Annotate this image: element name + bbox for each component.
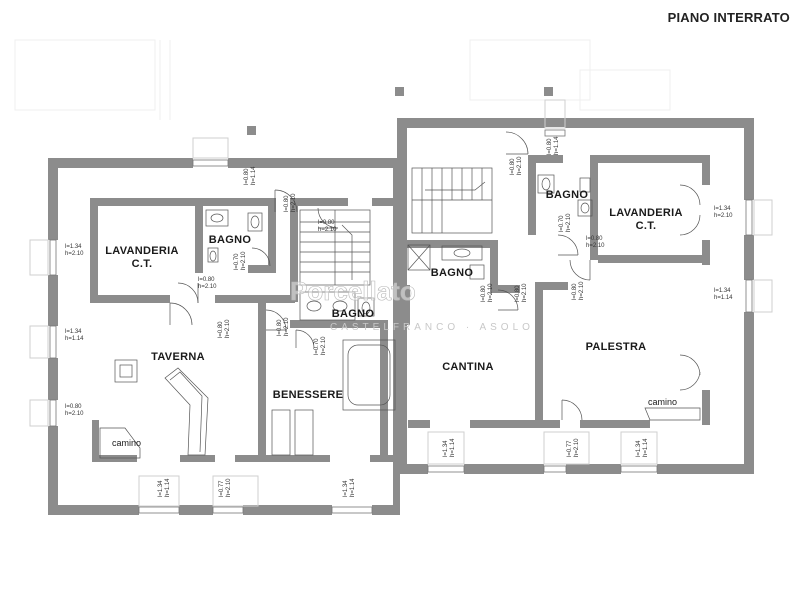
dim-label: h=2.10 (198, 284, 217, 290)
dim-label: l=0.77 (567, 440, 573, 457)
dimension-labels: l=0.80 h=1.14 l=1.34 h=2.10 l=1.34 h=1.1… (65, 136, 733, 497)
dim-label: h=1.14 (554, 136, 560, 155)
room-label-lavanderia-left-1: LAVANDERIA (105, 245, 178, 257)
dim-label: h=2.10 (566, 213, 572, 232)
dim-label: h=1.14 (251, 166, 257, 185)
dim-label: h=2.10 (488, 283, 494, 302)
dim-label: l=1.34 (443, 440, 449, 457)
dim-label: l=0.80 (198, 277, 215, 283)
dim-label: h=1.14 (643, 438, 649, 457)
room-label-cantina: CANTINA (442, 361, 494, 373)
dim-label: l=0.77 (219, 480, 225, 497)
page-title: PIANO INTERRATO (667, 10, 790, 25)
room-label-lavanderia-left-2: C.T. (132, 258, 153, 270)
dim-label: h=1.14 (714, 295, 733, 301)
interior-walls (90, 155, 710, 462)
room-labels: LAVANDERIA C.T. BAGNO TAVERNA BENESSERE … (105, 189, 682, 448)
room-label-lavanderia-right-2: C.T. (636, 220, 657, 232)
room-label-taverna: TAVERNA (151, 351, 205, 363)
dim-label: l=1.34 (343, 480, 349, 497)
dim-label: l=0.70 (234, 253, 240, 270)
dim-label: l=0.80 (572, 283, 578, 300)
dim-label: l=1.34 (714, 288, 731, 294)
dim-label: l=1.34 (714, 206, 731, 212)
light-wells (29, 99, 773, 507)
dim-label: h=2.10 (517, 156, 523, 175)
dim-label: h=1.14 (165, 478, 171, 497)
camino-label-right: camino (648, 397, 677, 407)
dim-label: h=2.10 (284, 317, 290, 336)
dim-label: l=1.34 (636, 440, 642, 457)
dim-label: h=2.10 (574, 438, 580, 457)
dim-label: l=0.80 (65, 404, 82, 410)
room-label-lavanderia-right-1: LAVANDERIA (609, 207, 682, 219)
right-staircase (411, 167, 493, 234)
dim-label: l=1.34 (65, 329, 82, 335)
dim-label: h=2.10 (522, 283, 528, 302)
dim-label: l=0.80 (515, 285, 521, 302)
watermark-sub: CASTELFRANCO · ASOLO (330, 322, 534, 333)
watermark-brand: Porcellato (290, 276, 416, 306)
dim-label: l=0.80 (244, 168, 250, 185)
dim-label: l=1.34 (158, 480, 164, 497)
room-label-bagno-left: BAGNO (209, 234, 252, 246)
dim-label: l=0.80 (277, 319, 283, 336)
camino-label-left: camino (112, 438, 141, 448)
dim-label: h=1.14 (450, 438, 456, 457)
room-label-benessere: BENESSERE (273, 389, 344, 401)
dim-label: h=2.10 (586, 243, 605, 249)
dim-label: h=2.10 (65, 251, 84, 257)
dim-label: h=1.14 (65, 336, 84, 342)
dim-label: l=0.80 (547, 138, 553, 155)
furniture (99, 339, 701, 459)
room-label-bagno-mid: BAGNO (431, 267, 474, 279)
dim-label: h=2.10 (225, 319, 231, 338)
room-label-bagno-center: BAGNO (332, 308, 375, 320)
dim-label: h=1.14 (350, 478, 356, 497)
door-swings (169, 131, 701, 421)
dim-label: h=2.10 (65, 411, 84, 417)
left-staircase (299, 209, 371, 286)
dim-label: l=0.80 (218, 321, 224, 338)
dim-label: h=2.10 (714, 213, 733, 219)
dim-label: l=1.34 (65, 244, 82, 250)
window-frames (49, 129, 753, 514)
watermark: Porcellato CASTELFRANCO · ASOLO (290, 276, 534, 333)
dim-label: h=2.10 (321, 336, 327, 355)
dim-label: h=2.10 (318, 227, 337, 233)
bathroom-fixtures (205, 174, 593, 321)
dim-label: l=0.70 (559, 215, 565, 232)
room-label-palestra: PALESTRA (586, 341, 647, 353)
dim-label: l=0.80 (586, 236, 603, 242)
dim-label: l=0.70 (314, 338, 320, 355)
room-label-bagno-right: BAGNO (546, 189, 589, 201)
dim-label: h=2.10 (241, 251, 247, 270)
dim-label: h=2.10 (226, 478, 232, 497)
pillar-marks (247, 87, 553, 135)
background-ghost-plan (14, 39, 671, 120)
dim-label: l=0.80 (510, 158, 516, 175)
dim-label: l=0.80 (284, 195, 290, 212)
dim-label: l=0.80 (481, 285, 487, 302)
dim-label: h=2.10 (291, 193, 297, 212)
dim-label: l=0.80 (318, 220, 335, 226)
dim-label: h=2.10 (579, 281, 585, 300)
